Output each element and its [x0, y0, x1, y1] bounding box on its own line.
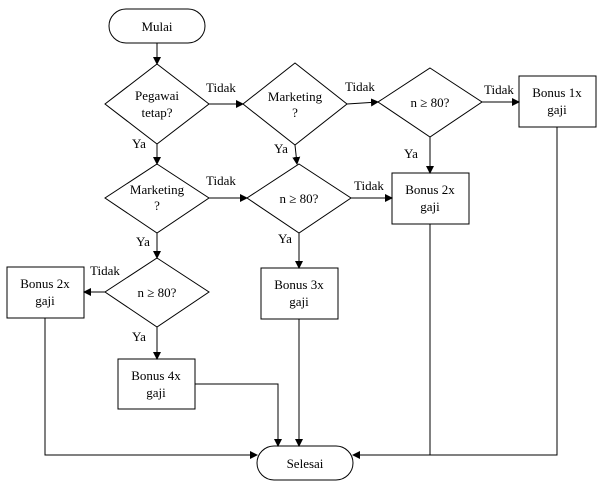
box-label: gaji — [547, 102, 567, 117]
edge-label-d3-yes: Ya — [404, 146, 418, 161]
box-bonus-3x: Bonus 3x gaji — [260, 267, 339, 320]
decision-marketing-top: Marketing ? — [242, 62, 348, 146]
edge-label-d4-no: Tidak — [206, 173, 236, 188]
edge-label-d6-yes: Ya — [132, 329, 146, 344]
edge-label-d5-no: Tidak — [354, 178, 384, 193]
decision-n80-top: n ≥ 80? — [377, 67, 483, 138]
edge-b2left-to-end — [44, 318, 258, 459]
decision-label: n ≥ 80? — [411, 95, 450, 110]
decision-n80-bottom: n ≥ 80? — [104, 257, 210, 328]
edge-label-d1-yes: Ya — [132, 136, 146, 151]
box-bonus-1x: Bonus 1x gaji — [518, 75, 597, 128]
decision-label: Pegawai — [135, 88, 179, 103]
edge-b4-to-end — [195, 383, 282, 447]
box-label: gaji — [289, 294, 309, 309]
box-label: Bonus 2x — [405, 182, 455, 197]
edge-label-d5-yes: Ya — [278, 231, 292, 246]
decision-label: tetap? — [141, 105, 172, 120]
end-terminal: Selesai — [256, 445, 354, 481]
decision-pegawai-tetap: Pegawai tetap? — [104, 63, 210, 145]
box-label: Bonus 2x — [20, 276, 70, 291]
edge-label-d4-yes: Ya — [136, 234, 150, 249]
edge-d2-no — [346, 98, 379, 107]
decision-label: Marketing — [268, 89, 323, 104]
box-label: gaji — [35, 293, 55, 308]
decision-n80-middle: n ≥ 80? — [246, 163, 352, 234]
box-bonus-2x-right: Bonus 2x gaji — [391, 172, 470, 225]
edge-label-d2-no: Tidak — [345, 79, 375, 94]
edge-label-d3-no: Tidak — [484, 82, 514, 97]
decision-label: n ≥ 80? — [138, 285, 177, 300]
end-label: Selesai — [287, 456, 324, 471]
box-label: gaji — [146, 385, 166, 400]
box-label: gaji — [420, 199, 440, 214]
decision-marketing-left: Marketing ? — [104, 163, 210, 234]
box-bonus-2x-left: Bonus 2x gaji — [6, 266, 85, 319]
edge-b1-to-end — [352, 127, 558, 459]
decision-label: n ≥ 80? — [280, 191, 319, 206]
decision-label: ? — [292, 105, 298, 120]
edge-label-d2-yes: Ya — [274, 141, 288, 156]
box-label: Bonus 1x — [532, 85, 582, 100]
decision-label: ? — [154, 198, 160, 213]
start-label: Mulai — [141, 19, 172, 34]
edge-d2-yes — [292, 144, 301, 165]
edge-label-d6-no: Tidak — [90, 263, 120, 278]
decision-label: Marketing — [130, 182, 185, 197]
box-label: Bonus 3x — [274, 277, 324, 292]
edge-label-d1-no: Tidak — [206, 80, 236, 95]
box-label: Bonus 4x — [131, 368, 181, 383]
box-bonus-4x: Bonus 4x gaji — [117, 358, 196, 410]
start-terminal: Mulai — [108, 8, 206, 44]
